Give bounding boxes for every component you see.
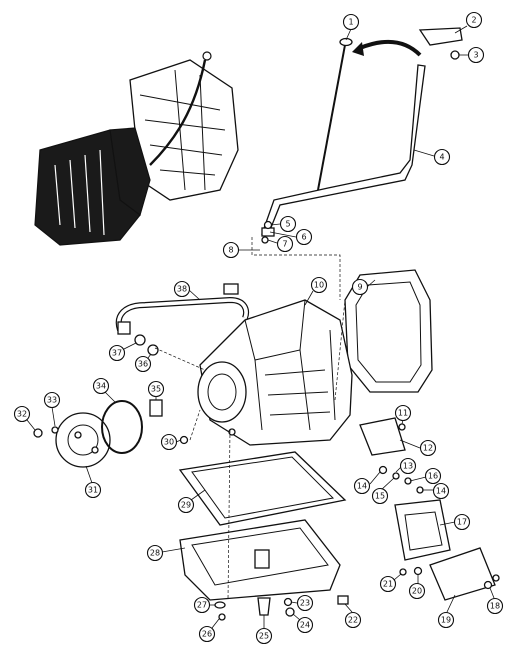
callout-35: 35	[147, 380, 165, 398]
callout-28: 28	[146, 544, 164, 562]
rear-mounting-group	[359, 417, 500, 601]
svg-text:9: 9	[357, 283, 362, 292]
callout-37: 37	[108, 344, 126, 362]
svg-text:6: 6	[301, 233, 306, 242]
front-pump-group	[33, 399, 189, 468]
svg-text:38: 38	[177, 285, 187, 294]
svg-text:7: 7	[282, 240, 287, 249]
callout-6: 6	[295, 228, 313, 246]
transmission-case	[197, 299, 353, 446]
callout-33: 33	[43, 391, 61, 409]
callout-17: 17	[453, 513, 471, 531]
svg-text:11: 11	[398, 409, 408, 418]
svg-text:32: 32	[17, 410, 27, 419]
callouts: 1 2 3 4 5 6 7 8 9 10 11 12 13 14 15 16 1…	[13, 11, 504, 645]
small-fittings	[214, 595, 349, 621]
callout-34: 34	[92, 377, 110, 395]
callout-27: 27	[193, 596, 211, 614]
svg-text:36: 36	[138, 360, 148, 369]
callout-29: 29	[177, 496, 195, 514]
svg-text:22: 22	[348, 616, 358, 625]
svg-text:31: 31	[88, 486, 98, 495]
svg-text:26: 26	[202, 630, 212, 639]
svg-text:34: 34	[96, 382, 106, 391]
svg-text:19: 19	[441, 616, 451, 625]
sump-gasket	[178, 451, 347, 526]
svg-text:5: 5	[285, 220, 290, 229]
callout-12: 12	[419, 439, 437, 457]
bellhousing-gasket	[344, 269, 433, 393]
callout-15: 15	[371, 487, 389, 505]
svg-text:8: 8	[228, 246, 233, 255]
callout-14-left: 14	[353, 477, 371, 495]
svg-text:10: 10	[314, 281, 324, 290]
callout-32: 32	[13, 405, 31, 423]
cooler-pipe	[115, 283, 250, 356]
callout-13: 13	[399, 457, 417, 475]
callout-22: 22	[344, 611, 362, 629]
callout-24: 24	[296, 616, 314, 634]
callout-23: 23	[296, 594, 314, 612]
callout-2: 2	[465, 11, 483, 29]
callout-38: 38	[173, 280, 191, 298]
callout-7: 7	[276, 235, 294, 253]
sump-pan	[179, 519, 341, 601]
callout-11: 11	[394, 404, 412, 422]
svg-text:30: 30	[164, 438, 174, 447]
callout-30: 30	[160, 433, 178, 451]
callout-3: 3	[467, 46, 485, 64]
callout-9: 9	[351, 278, 369, 296]
svg-text:4: 4	[439, 153, 444, 162]
svg-text:28: 28	[150, 549, 160, 558]
callout-25: 25	[255, 627, 273, 645]
callout-4: 4	[433, 148, 451, 166]
callout-14-right: 14	[432, 482, 450, 500]
callout-36: 36	[134, 355, 152, 373]
callout-8: 8	[222, 241, 240, 259]
svg-text:14: 14	[357, 482, 367, 491]
svg-text:24: 24	[300, 621, 310, 630]
svg-text:29: 29	[181, 501, 191, 510]
assembly-lines	[154, 237, 346, 601]
callout-21: 21	[379, 575, 397, 593]
svg-text:27: 27	[197, 601, 207, 610]
svg-text:3: 3	[473, 51, 478, 60]
svg-text:13: 13	[403, 462, 413, 471]
dipstick-assembly	[261, 27, 463, 244]
svg-text:35: 35	[151, 385, 161, 394]
callout-1: 1	[342, 13, 360, 31]
svg-text:15: 15	[375, 492, 385, 501]
svg-text:23: 23	[300, 599, 310, 608]
svg-text:20: 20	[412, 587, 422, 596]
svg-text:18: 18	[490, 602, 500, 611]
svg-text:16: 16	[428, 472, 438, 481]
svg-text:1: 1	[348, 18, 353, 27]
svg-text:17: 17	[457, 518, 467, 527]
svg-text:2: 2	[471, 16, 476, 25]
callout-20: 20	[408, 582, 426, 600]
callout-18: 18	[486, 597, 504, 615]
svg-text:33: 33	[47, 396, 57, 405]
assembled-transmission-illustration	[34, 51, 239, 246]
callout-26: 26	[198, 625, 216, 643]
callout-5: 5	[279, 215, 297, 233]
svg-text:25: 25	[259, 632, 269, 641]
callout-19: 19	[437, 611, 455, 629]
svg-text:21: 21	[383, 580, 393, 589]
svg-text:12: 12	[423, 444, 433, 453]
svg-text:14: 14	[436, 487, 446, 496]
svg-text:37: 37	[112, 349, 122, 358]
callout-31: 31	[84, 481, 102, 499]
callout-16: 16	[424, 467, 442, 485]
callout-10: 10	[310, 276, 328, 294]
